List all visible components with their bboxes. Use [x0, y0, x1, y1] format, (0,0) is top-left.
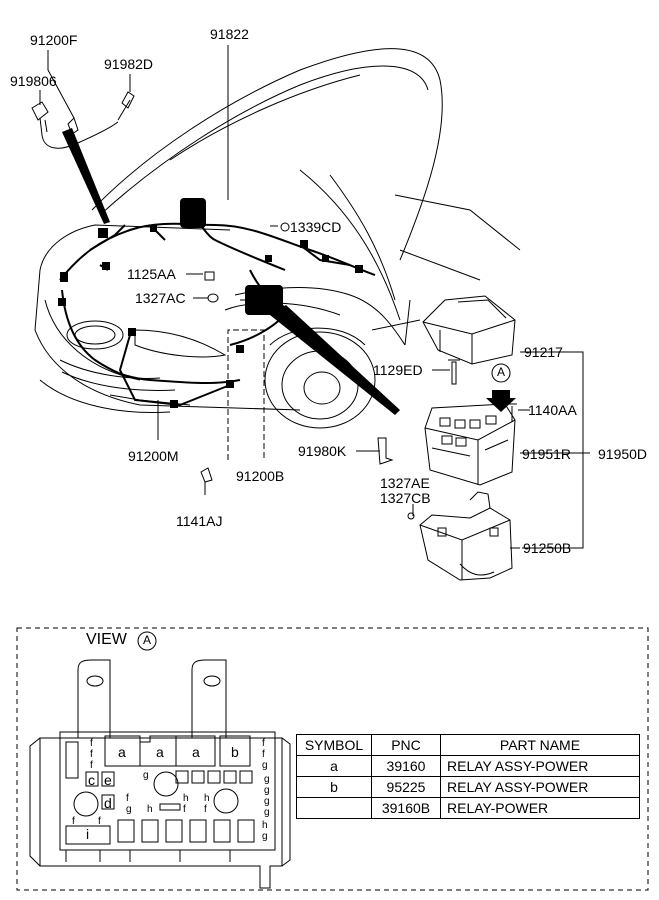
fuse-g: g: [264, 796, 270, 807]
label-1125AA: 1125AA: [127, 266, 176, 282]
fuse-f: f: [90, 749, 93, 760]
table-row: 39160B RELAY-POWER: [296, 797, 640, 819]
relay-a-1: a: [118, 744, 126, 760]
fuse-g: g: [126, 804, 132, 815]
label-1339CD: 1339CD: [290, 219, 342, 235]
header-part-name: PART NAME: [440, 734, 640, 756]
label-91951R: 91951R: [522, 446, 572, 462]
relay-b: b: [231, 744, 239, 760]
table-row: b 95225 RELAY ASSY-POWER: [296, 776, 640, 798]
label-1129ED: 1129ED: [373, 362, 423, 378]
parts-table-header: SYMBOL PNC PART NAME: [296, 734, 640, 756]
fuse-g: g: [143, 770, 149, 781]
view-marker-label: A: [497, 365, 506, 379]
view-title-marker: A: [143, 633, 152, 647]
cell-symbol: [296, 797, 372, 819]
fuse-h: h: [147, 804, 153, 815]
relay-a-2: a: [156, 744, 164, 760]
fuse-f: f: [98, 816, 101, 827]
label-1327AE: 1327AE: [380, 475, 430, 491]
fuse-f: f: [90, 760, 93, 771]
fuse-h: h: [204, 793, 210, 804]
fasteners: [200, 222, 394, 483]
fuse-f: f: [204, 804, 207, 815]
fuse-g: g: [262, 760, 268, 771]
fuse-g: g: [264, 774, 270, 785]
fuse-g: g: [264, 785, 270, 796]
table-row: a 39160 RELAY ASSY-POWER: [296, 755, 640, 777]
cell-part-name: RELAY-POWER: [440, 797, 640, 819]
fuse-e: e: [104, 772, 112, 788]
label-91200B: 91200B: [236, 468, 285, 484]
fuse-f: f: [183, 804, 186, 815]
cell-pnc: 95225: [371, 776, 441, 798]
label-91950D: 91950D: [598, 446, 648, 462]
cell-symbol: b: [296, 776, 372, 798]
cell-symbol: a: [296, 755, 372, 777]
label-91200F: 91200F: [30, 32, 78, 48]
leader-lines: [39, 45, 590, 549]
label-1327CB: 1327CB: [380, 490, 431, 506]
cell-part-name: RELAY ASSY-POWER: [440, 776, 640, 798]
label-91982D: 91982D: [104, 56, 154, 72]
fuse-d: d: [104, 795, 112, 811]
label-1327AC: 1327AC: [135, 290, 186, 306]
label-919806: 919806: [10, 73, 57, 89]
label-91980K: 91980K: [298, 443, 347, 459]
fuse-box-lower: [419, 491, 513, 581]
fuse-f: f: [90, 738, 93, 749]
fuse-f: f: [126, 793, 129, 804]
fuse-i: i: [86, 826, 90, 842]
fuse-box-cover: [422, 295, 516, 365]
label-91217: 91217: [524, 344, 563, 360]
label-91250B: 91250B: [523, 540, 572, 556]
cell-pnc: 39160B: [371, 797, 441, 819]
fuse-box-body: [424, 403, 516, 486]
fuse-f: f: [262, 738, 265, 749]
fuse-f: f: [72, 816, 75, 827]
fuse-box-detail: [29, 659, 291, 889]
relay-a-3: a: [192, 744, 200, 760]
view-arrow: [486, 363, 516, 412]
label-1140AA: 1140AA: [528, 402, 577, 418]
parts-table: SYMBOL PNC PART NAME a 39160 RELAY ASSY-…: [296, 734, 640, 819]
fuse-c: c: [88, 772, 95, 788]
leader-wedges: [62, 128, 400, 415]
fuse-h: h: [262, 820, 268, 831]
harness-connectors: [58, 198, 363, 408]
view-title: VIEW: [86, 631, 127, 648]
cell-pnc: 39160: [371, 755, 441, 777]
label-91822: 91822: [210, 26, 249, 42]
cell-part-name: RELAY ASSY-POWER: [440, 755, 640, 777]
fuse-h: h: [183, 793, 189, 804]
header-pnc: PNC: [371, 734, 441, 756]
label-1141AJ: 1141AJ: [176, 513, 223, 529]
fuse-g: g: [264, 807, 270, 818]
label-91200M: 91200M: [128, 448, 179, 464]
fuse-f: f: [262, 749, 265, 760]
view-frame: [16, 627, 649, 891]
header-symbol: SYMBOL: [296, 734, 372, 756]
fuse-g: g: [262, 831, 268, 842]
battery-cable: [31, 91, 135, 149]
